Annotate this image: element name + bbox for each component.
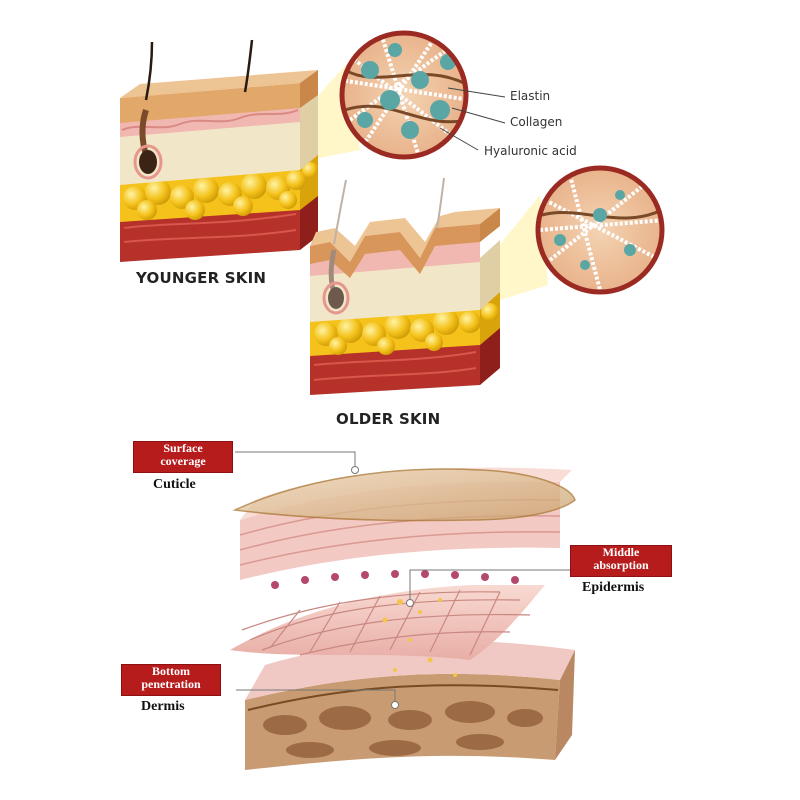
older-skin-title: OLDER SKIN [336, 410, 441, 428]
older-skin-block [310, 177, 548, 395]
absorption-sparkles [382, 598, 457, 677]
label-collagen: Collagen [510, 115, 563, 129]
bottom-penetration-tag: Bottom penetration [121, 664, 221, 696]
label-hyaluronic-acid: Hyaluronic acid [484, 144, 577, 158]
fat-cells-older [314, 303, 499, 355]
surface-tag-line2: coverage [160, 454, 206, 468]
magnifier-older [535, 165, 665, 295]
bottom-tag-line1: Bottom [152, 664, 190, 678]
epidermis-grid [241, 589, 531, 656]
younger-skin-title: YOUNGER SKIN [136, 269, 267, 287]
middle-tag-line2: absorption [593, 558, 649, 572]
label-elastin: Elastin [510, 89, 551, 103]
middle-absorption-tag: Middle absorption [570, 545, 672, 577]
layer-diagram [230, 451, 576, 770]
fat-cells-younger [123, 162, 318, 220]
bottom-tag-line2: penetration [141, 677, 201, 691]
middle-tag-line1: Middle [602, 545, 640, 559]
surface-coverage-tag: Surface coverage [133, 441, 233, 473]
surface-tag-line1: Surface [163, 441, 203, 455]
epidermis-label: Epidermis [582, 580, 645, 595]
dermis-label: Dermis [141, 699, 185, 714]
cuticle-label: Cuticle [153, 477, 196, 492]
label-pointers [439, 87, 506, 151]
magnifier-younger [339, 30, 469, 160]
dermis-texture [263, 701, 543, 758]
epidermis-beads [271, 570, 519, 589]
younger-skin-block [120, 39, 360, 262]
